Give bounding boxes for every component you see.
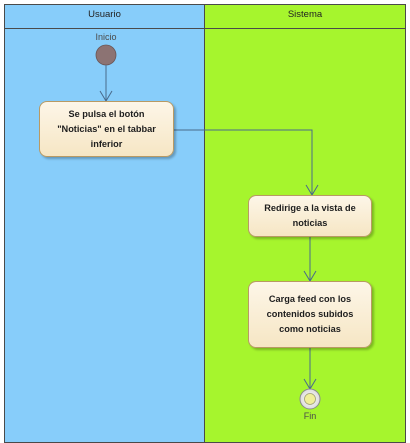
- action-redirige-vista-noticias: Redirige a la vista de noticias: [248, 195, 372, 237]
- action-carga-feed-noticias: Carga feed con los contenidos subidos co…: [248, 281, 372, 348]
- swimlane-title-sistema: Sistema: [287, 9, 323, 20]
- initial-node-label: Inicio: [95, 32, 117, 42]
- swimlane-title-usuario: Usuario: [88, 9, 121, 20]
- swimlane-usuario: Usuario: [4, 4, 205, 443]
- action-pulsa-boton-noticias: Se pulsa el botón "Noticias" en el tabba…: [39, 101, 174, 157]
- final-node-label: Fin: [303, 411, 317, 421]
- swimlane-header-divider: [5, 28, 204, 29]
- swimlane-header-divider: [205, 28, 405, 29]
